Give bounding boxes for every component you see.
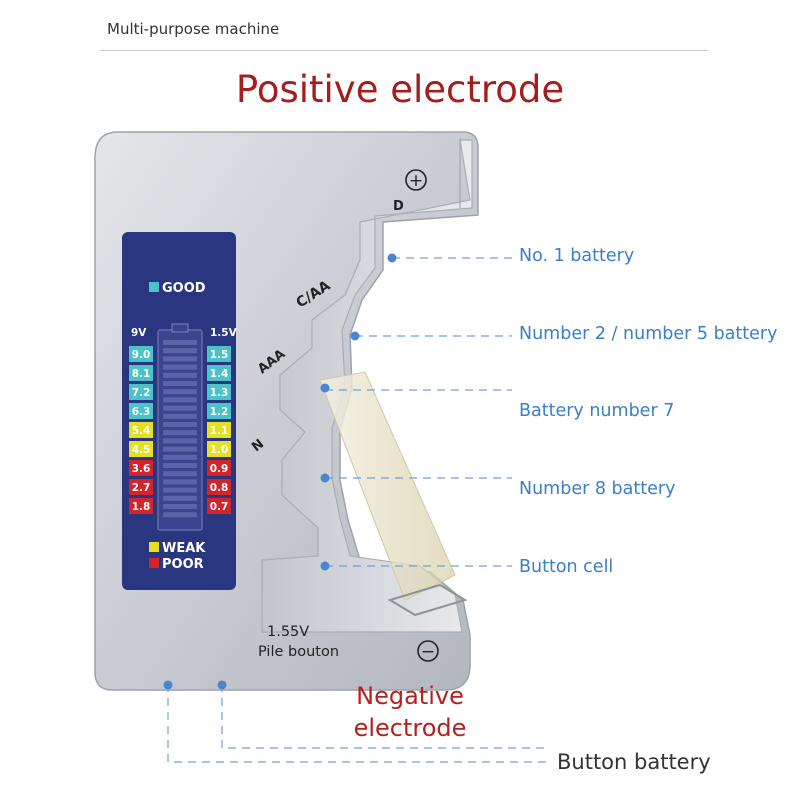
left-value-label: 2.7 [132,482,151,494]
left-value-cell [129,479,153,495]
gauge-segment [163,495,197,501]
gauge-segment [163,454,197,460]
left-value-cell [129,422,153,438]
good-swatch [149,282,159,292]
button-battery-label: Button battery [557,750,711,774]
callout-dot-5 [320,561,330,571]
gauge-segment [163,504,197,509]
right-value-label: 1.3 [210,387,229,399]
header-text: Multi-purpose machine [107,20,280,38]
left-value-label: 9.0 [132,349,151,361]
gauge-segment [163,471,197,477]
left-value-label: 4.5 [132,444,151,456]
right-value-cell [207,479,231,495]
slot-label-d: D [393,199,404,214]
right-value-cell [207,460,231,476]
gauge-segment [163,413,197,419]
gauge-segment [163,446,197,452]
positive-icon: + [409,171,423,191]
gauge-segment [163,356,197,362]
col-header-1-5v: 1.5V [210,327,238,339]
button-battery-line [167,684,550,763]
weak-swatch [149,542,159,552]
gauge-segment [163,430,197,436]
callout-dot-2 [350,331,360,341]
gauge-segment [163,397,197,403]
left-value-cell [129,346,153,362]
left-value-cell [129,441,153,457]
left-value-cell [129,403,153,419]
gauge-segment [163,422,197,427]
gauge-segment [163,340,197,345]
gauge-segment [163,512,197,518]
right-value-label: 1.1 [210,425,229,437]
right-value-cell [207,441,231,457]
gauge-segment [163,389,197,395]
gauge-segment [163,348,197,354]
left-value-cell [129,384,153,400]
callout-no2-no5-battery: Number 2 / number 5 battery [519,324,778,344]
left-value-cell [129,460,153,476]
callout-dot-1 [387,253,397,263]
gauge-segment [163,405,197,411]
button-battery-dot-2 [217,680,227,690]
right-value-cell [207,384,231,400]
callout-button-cell: Button cell [519,557,614,577]
poor-swatch [149,558,159,568]
positive-symbol-circle [405,169,427,191]
meter-panel: GOOD 9V 1.5V 9.0 1.5 8.1 1.4 7.2 1.3 6.3 1.2 5.4 1.1… [122,232,238,590]
contact-spring [387,583,468,617]
gauge-segment [163,487,197,493]
right-value-label: 0.9 [210,463,229,475]
callout-dot-3 [320,383,330,393]
negative-electrode-label: Negative electrode [335,680,485,745]
right-value-cell [207,346,231,362]
left-value-label: 1.8 [132,501,151,513]
gauge-segment [163,381,197,386]
right-value-label: 0.7 [210,501,229,513]
left-value-cell [129,365,153,381]
negative-icon: − [421,642,435,662]
battery-cell [319,371,456,601]
gauge-segment [163,372,197,378]
right-value-cell [207,365,231,381]
right-value-cell [207,498,231,514]
right-value-label: 1.4 [210,368,229,380]
callout-no8-battery: Number 8 battery [519,479,676,499]
left-value-label: 8.1 [132,368,151,380]
right-value-cell [207,422,231,438]
right-value-label: 1.0 [210,444,229,456]
col-header-9v: 9V [131,327,147,339]
right-value-label: 0.8 [210,482,229,494]
callout-dot-4 [320,473,330,483]
callout-no7-battery: Battery number 7 [519,401,675,421]
left-value-cell [129,498,153,514]
negative-symbol-circle [417,640,439,662]
gauge-terminal [171,323,189,333]
left-value-label: 7.2 [132,387,151,399]
right-value-label: 1.2 [210,406,229,418]
header-divider [100,50,708,51]
right-value-label: 1.5 [210,349,229,361]
voltage-text: 1.55V [267,624,309,640]
pile-bouton-text: Pile bouton [258,644,339,660]
right-value-cell [207,403,231,419]
left-value-label: 6.3 [132,406,151,418]
weak-label: WEAK [162,541,206,556]
good-label: GOOD [162,281,206,296]
negative-label-line1: Negative [356,682,464,710]
positive-electrode-title: Positive electrode [235,68,565,111]
gauge-segment [163,438,197,444]
gauge-segment [163,479,197,485]
gauge-segment [163,463,197,468]
negative-label-line2: electrode [353,714,467,743]
button-battery-dot-1 [163,680,173,690]
left-value-label: 3.6 [132,463,151,475]
left-value-label: 5.4 [132,425,151,437]
gauge-segment [163,364,197,370]
callout-no1-battery: No. 1 battery [519,246,635,266]
battery-slot [261,139,473,633]
poor-label: POOR [162,557,204,572]
